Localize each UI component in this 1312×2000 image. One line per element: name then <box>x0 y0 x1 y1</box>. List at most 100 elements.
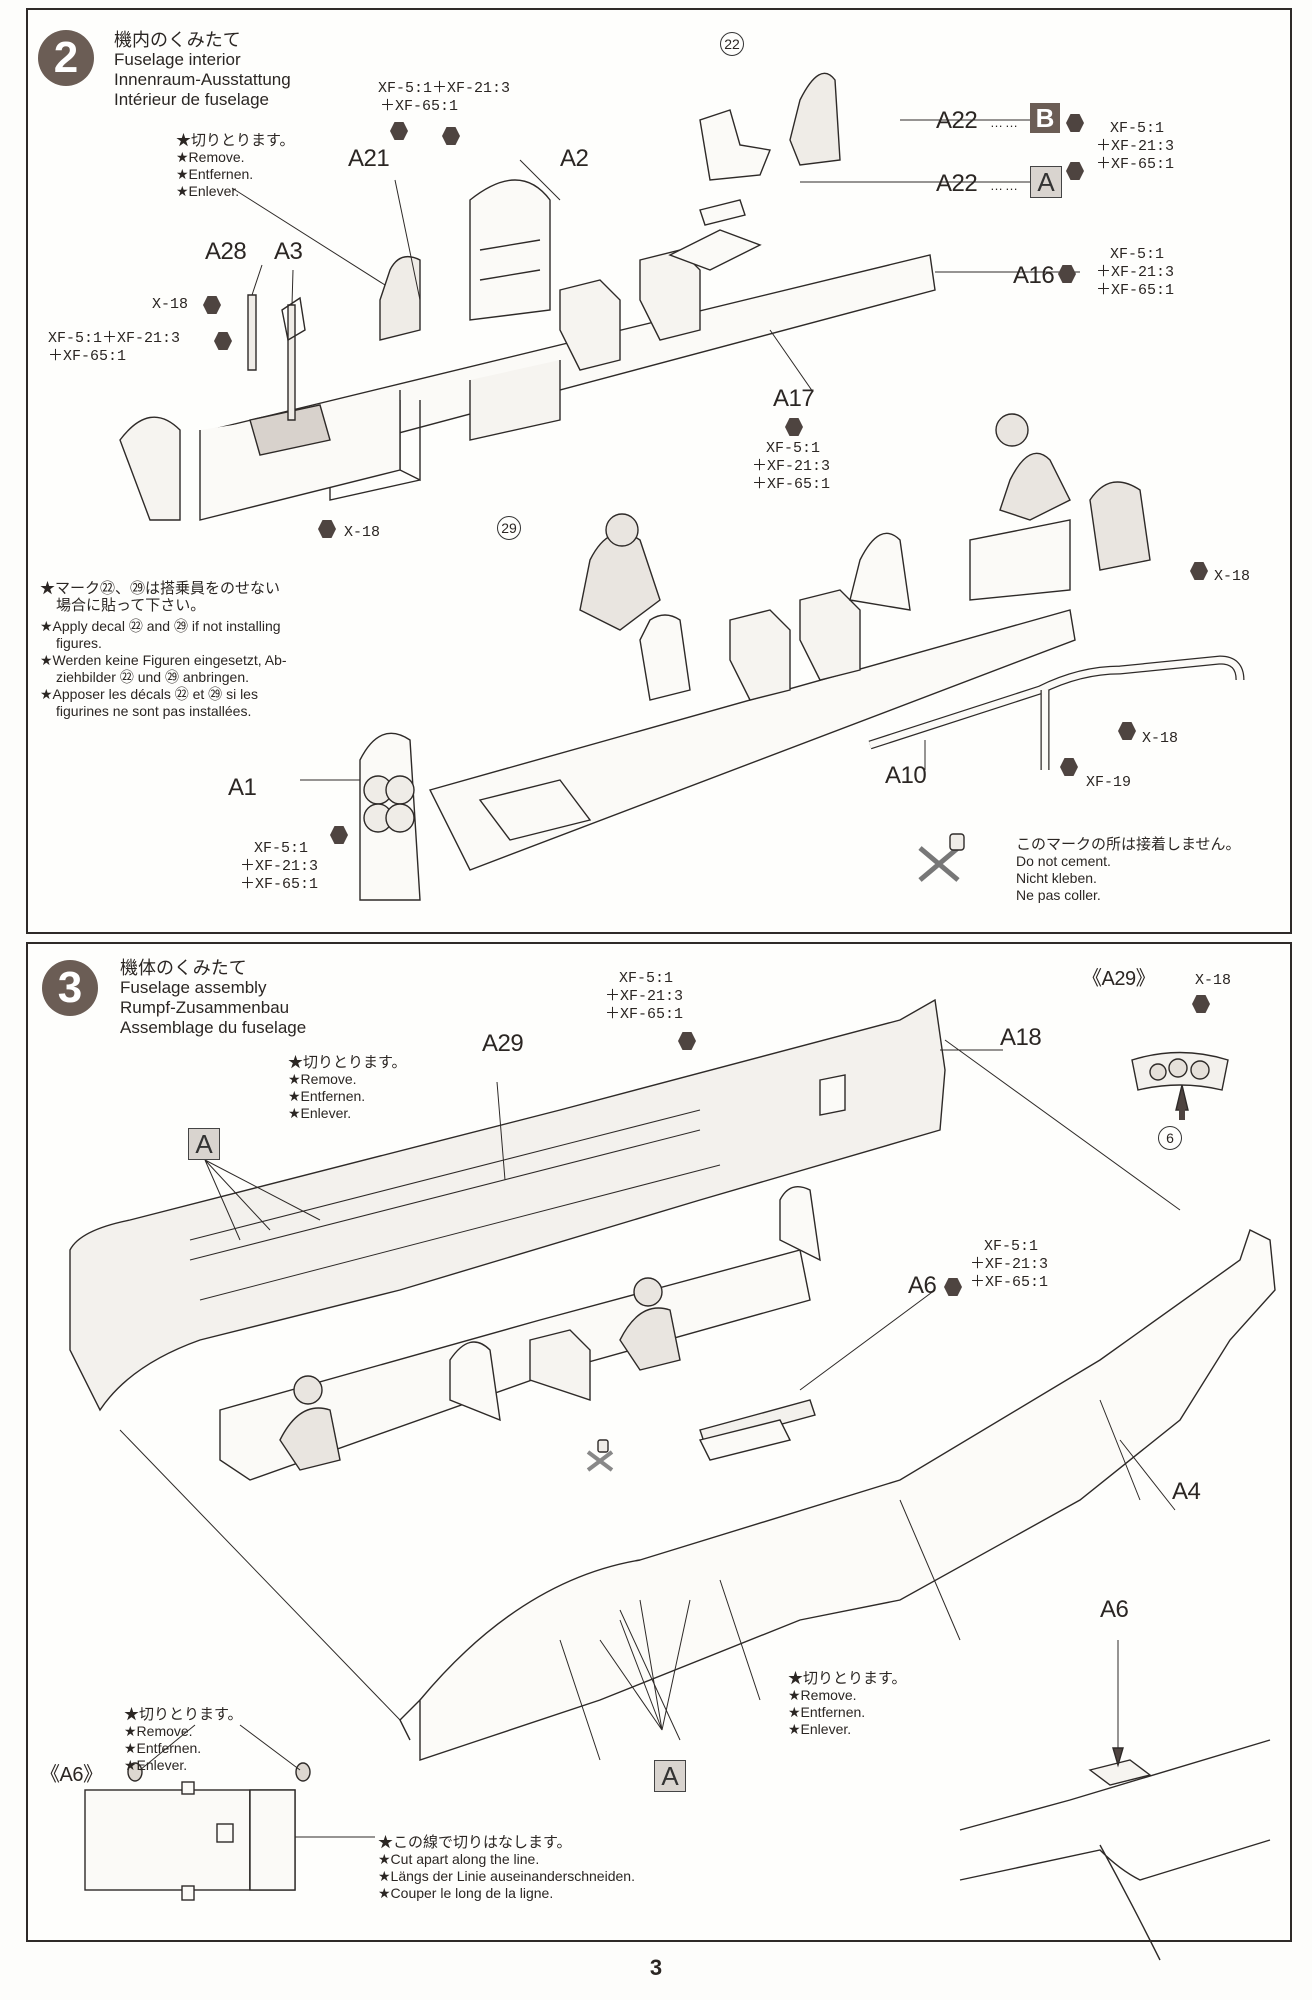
remove-note-a6: ★切りとります。 ★Remove. ★Entfernen. ★Enlever. <box>124 1706 243 1774</box>
paint-line: XF-5:1 <box>766 440 821 457</box>
part-label-a17: A17 <box>773 385 815 412</box>
note-line: このマークの所は接着しません。 <box>1016 836 1241 853</box>
fuselage-half-a18 <box>69 998 946 1412</box>
color-key-a: A <box>1030 166 1062 198</box>
paint-line: ＋XF-65:1 <box>970 1274 1049 1291</box>
paint-line: XF-5:1＋XF-21:3 <box>48 330 181 347</box>
decal-6-marker: 6 <box>1158 1126 1182 1150</box>
part-label-a10: A10 <box>885 762 927 789</box>
box-a-letter: A <box>1037 166 1055 197</box>
decal-22-marker: 22 <box>720 32 744 56</box>
note-line: figures. <box>56 635 102 651</box>
title-fr: Assemblage du fuselage <box>120 1018 307 1037</box>
step-3-badge: 3 <box>42 960 98 1016</box>
paint-pot-icon <box>318 520 336 538</box>
paint-pot-icon <box>214 332 232 350</box>
part-label-a1: A1 <box>228 774 257 801</box>
paint-pot-icon <box>203 296 221 314</box>
paint-mix-a6: XF-5:1 ＋XF-21:3 ＋XF-65:1 <box>970 1238 1048 1292</box>
paint-line: ＋XF-21:3 <box>240 858 319 875</box>
title-en: Fuselage assembly <box>120 978 267 997</box>
title-en: Fuselage interior <box>114 50 241 69</box>
part-label-a3: A3 <box>274 238 303 265</box>
note-line: ★Remove. <box>788 1687 857 1703</box>
paint-line: XF-5:1 <box>254 840 309 857</box>
color-key-a-top: A <box>188 1128 220 1160</box>
note-line: ★Remove. <box>124 1723 193 1739</box>
note-line: ★Apply decal ㉒ and ㉙ if not installing <box>40 618 281 634</box>
dots-b: …… <box>990 115 1020 130</box>
detail-label-a6: 《A6》 <box>40 1764 103 1786</box>
part-label-a22-b: A22 <box>936 107 978 134</box>
paint-line: XF-5:1 <box>1110 120 1165 137</box>
paint-line: ＋XF-21:3 <box>970 1256 1049 1273</box>
step-3-title: 機体のくみたて Fuselage assembly Rumpf-Zusammen… <box>120 958 306 1038</box>
paint-pot-icon <box>678 1032 696 1050</box>
note-line: 場合に貼って下さい。 <box>56 597 206 614</box>
step-2-title: 機内のくみたて Fuselage interior Innenraum-Auss… <box>114 30 291 110</box>
note-line: ★Enlever. <box>288 1105 352 1121</box>
page-number: 3 <box>649 1955 663 1980</box>
paint-line: ＋XF-65:1 <box>380 98 459 115</box>
paint-line: XF-5:1＋XF-21:3 <box>378 80 511 97</box>
title-jp: 機内のくみたて <box>114 30 241 50</box>
paint-mix-a28: XF-5:1＋XF-21:3 ＋XF-65:1 <box>48 330 180 366</box>
dots-a: …… <box>990 178 1020 193</box>
paint-line: ＋XF-65:1 <box>48 348 127 365</box>
note-line: ★Entfernen. <box>124 1740 202 1756</box>
remove-note-top: ★切りとります。 ★Remove. ★Entfernen. ★Enlever. <box>288 1054 407 1122</box>
decal-number: 29 <box>501 520 517 536</box>
step-number: 2 <box>53 33 79 82</box>
note-line: ★Enlever. <box>788 1721 852 1737</box>
note-line: ★Cut apart along the line. <box>378 1851 540 1867</box>
part-label-a16: A16 <box>1013 262 1055 289</box>
paint-pot-icon <box>785 418 803 436</box>
paint-pot-icon <box>1192 995 1210 1013</box>
step-number: 3 <box>57 963 83 1012</box>
decal-number: 6 <box>1166 1130 1174 1146</box>
decal-number: 22 <box>724 36 740 52</box>
part-label-a2: A2 <box>560 145 589 172</box>
title-de: Rumpf-Zusammenbau <box>120 998 290 1017</box>
paint-pot-icon <box>390 122 408 140</box>
paint-pot-icon <box>1066 162 1084 180</box>
paint-line: ＋XF-65:1 <box>240 876 319 893</box>
paint-line: ＋XF-65:1 <box>752 476 831 493</box>
paint-mix-b: XF-5:1 ＋XF-21:3 ＋XF-65:1 <box>1096 120 1174 174</box>
note-line: ★切りとります。 <box>288 1054 407 1071</box>
note-line: ★Entfernen. <box>288 1088 366 1104</box>
paint-x18-a29: X-18 <box>1195 972 1232 989</box>
note-line: figurines ne sont pas installées. <box>56 703 252 719</box>
paint-pot-icon <box>1190 562 1208 580</box>
box-a-letter: A <box>195 1128 213 1159</box>
note-line: ★Entfernen. <box>788 1704 866 1720</box>
paint-x18-pipe: X-18 <box>1142 730 1179 747</box>
paint-mix-a18: XF-5:1 ＋XF-21:3 ＋XF-65:1 <box>605 970 683 1024</box>
part-label-a22-a: A22 <box>936 170 978 197</box>
note-de: ★Entfernen. <box>176 166 254 182</box>
note-line: ★切りとります。 <box>124 1706 243 1723</box>
decal-29-marker: 29 <box>497 516 521 540</box>
part-label-a6: A6 <box>908 1272 937 1299</box>
paint-x18-floor: X-18 <box>344 524 381 541</box>
box-b-letter: B <box>1035 102 1055 133</box>
note-fr: ★Enlever. <box>176 183 240 199</box>
paint-mix-top: XF-5:1＋XF-21:3 ＋XF-65:1 <box>378 80 510 116</box>
paint-line: ＋XF-65:1 <box>1096 156 1175 173</box>
no-cement-note: このマークの所は接着しません。 Do not cement. Nicht kle… <box>1016 836 1241 904</box>
fuselage-half-a4 <box>419 1229 1276 1761</box>
note-line: ★この線で切りはなします。 <box>378 1834 572 1851</box>
paint-pot-icon <box>1060 758 1078 776</box>
paint-line: ＋XF-21:3 <box>1096 264 1175 281</box>
detail-label-a29: 《A29》 <box>1082 968 1156 990</box>
color-key-a-bottom: A <box>654 1760 686 1792</box>
paint-pot-icon <box>442 127 460 145</box>
decal-note: ★マーク㉒、㉙は搭乗員をのせない 場合に貼って下さい。 ★Apply decal… <box>40 580 350 720</box>
part-label-a18: A18 <box>1000 1024 1042 1051</box>
note-line: ★Remove. <box>288 1071 357 1087</box>
cut-note: ★この線で切りはなします。 ★Cut apart along the line.… <box>378 1834 635 1902</box>
paint-pot-icon <box>944 1278 962 1296</box>
note-line: ★Enlever. <box>124 1757 188 1773</box>
part-label-a6-detail: A6 <box>1100 1596 1129 1623</box>
note-line: Ne pas coller. <box>1016 887 1101 903</box>
